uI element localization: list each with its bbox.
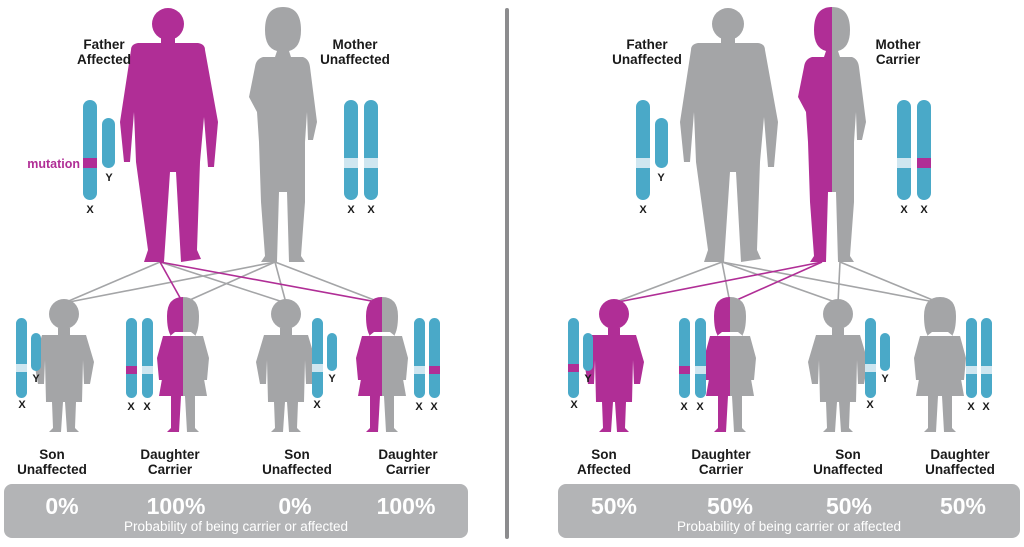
mother-chromosomes: X X bbox=[344, 100, 378, 216]
svg-text:X: X bbox=[967, 401, 975, 413]
mother-figure bbox=[249, 7, 317, 262]
mother-chromosomes: X X bbox=[897, 100, 931, 216]
child-4-percent: 50% bbox=[940, 493, 986, 519]
child-2-figure bbox=[704, 297, 756, 432]
child-3-status: Unaffected bbox=[813, 462, 883, 477]
child-2-label: Daughter bbox=[140, 447, 200, 462]
child-4-label: Daughter bbox=[930, 447, 990, 462]
child-4-status: Unaffected bbox=[925, 462, 995, 477]
child-4-chromosomes: X X bbox=[414, 318, 440, 413]
svg-text:X: X bbox=[86, 204, 94, 216]
child-4-figure bbox=[914, 297, 966, 432]
left-panel: Father Affected Mother Unaffected X Y mu… bbox=[4, 7, 468, 538]
father-chromosomes: X Y bbox=[636, 100, 668, 216]
svg-text:Y: Y bbox=[105, 172, 113, 184]
probability-bar bbox=[4, 484, 468, 538]
child-3-figure bbox=[256, 299, 316, 432]
child-2-chromosomes: X X bbox=[679, 318, 706, 413]
child-1-status: Affected bbox=[577, 462, 631, 477]
child-1-chromosomes: X Y bbox=[16, 318, 41, 411]
father-label: Father bbox=[83, 37, 125, 52]
father-status: Affected bbox=[77, 52, 131, 67]
mother-figure bbox=[798, 7, 866, 262]
child-1-figure bbox=[34, 299, 94, 432]
child-4-status: Carrier bbox=[386, 462, 431, 477]
child-2-status: Carrier bbox=[699, 462, 744, 477]
mother-label: Mother bbox=[333, 37, 379, 52]
svg-text:Y: Y bbox=[584, 373, 592, 385]
child-4-label: Daughter bbox=[378, 447, 438, 462]
svg-text:X: X bbox=[900, 204, 908, 216]
svg-text:X: X bbox=[680, 401, 688, 413]
father-chromosomes: X Y mutation bbox=[27, 100, 115, 216]
child-3-figure bbox=[808, 299, 868, 432]
child-1-label: Son bbox=[591, 447, 617, 462]
svg-text:X: X bbox=[18, 399, 26, 411]
right-panel: Father Unaffected Mother Carrier X Y X X bbox=[558, 7, 1020, 538]
child-3-percent: 0% bbox=[278, 493, 311, 519]
svg-text:X: X bbox=[920, 204, 928, 216]
child-3-chromosomes: X Y bbox=[312, 318, 337, 411]
svg-text:X: X bbox=[430, 401, 438, 413]
svg-text:Y: Y bbox=[32, 373, 40, 385]
probability-bar bbox=[558, 484, 1020, 538]
child-1-status: Unaffected bbox=[17, 462, 87, 477]
svg-text:X: X bbox=[982, 401, 990, 413]
child-3-label: Son bbox=[835, 447, 861, 462]
child-2-chromosomes: X X bbox=[126, 318, 153, 413]
mother-label: Mother bbox=[876, 37, 922, 52]
svg-text:X: X bbox=[347, 204, 355, 216]
child-2-percent: 100% bbox=[147, 493, 206, 519]
svg-text:X: X bbox=[127, 401, 135, 413]
father-label: Father bbox=[626, 37, 668, 52]
child-2-status: Carrier bbox=[148, 462, 193, 477]
svg-text:X: X bbox=[570, 399, 578, 411]
father-figure bbox=[120, 8, 218, 262]
svg-text:X: X bbox=[866, 399, 874, 411]
child-1-percent: 50% bbox=[591, 493, 637, 519]
child-2-figure bbox=[157, 297, 209, 432]
svg-text:X: X bbox=[696, 401, 704, 413]
child-4-percent: 100% bbox=[377, 493, 436, 519]
child-4-chromosomes: X X bbox=[966, 318, 992, 413]
child-3-chromosomes: X Y bbox=[865, 318, 890, 411]
child-4-figure bbox=[356, 297, 408, 432]
mother-status: Unaffected bbox=[320, 52, 390, 67]
mother-status: Carrier bbox=[876, 52, 921, 67]
father-figure bbox=[680, 8, 778, 262]
child-1-chromosomes: X Y bbox=[568, 318, 593, 411]
child-1-label: Son bbox=[39, 447, 65, 462]
father-status: Unaffected bbox=[612, 52, 682, 67]
child-2-percent: 50% bbox=[707, 493, 753, 519]
panel-divider bbox=[505, 8, 509, 539]
probability-caption: Probability of being carrier or affected bbox=[124, 519, 348, 534]
svg-text:X: X bbox=[415, 401, 423, 413]
mutation-label: mutation bbox=[27, 157, 80, 171]
svg-text:Y: Y bbox=[881, 373, 889, 385]
child-2-label: Daughter bbox=[691, 447, 751, 462]
child-1-percent: 0% bbox=[45, 493, 78, 519]
svg-text:Y: Y bbox=[328, 373, 336, 385]
svg-text:X: X bbox=[313, 399, 321, 411]
child-3-label: Son bbox=[284, 447, 310, 462]
svg-text:X: X bbox=[367, 204, 375, 216]
svg-text:X: X bbox=[639, 204, 647, 216]
child-3-percent: 50% bbox=[826, 493, 872, 519]
child-3-status: Unaffected bbox=[262, 462, 332, 477]
svg-text:Y: Y bbox=[657, 172, 665, 184]
probability-caption: Probability of being carrier or affected bbox=[677, 519, 901, 534]
svg-text:X: X bbox=[143, 401, 151, 413]
